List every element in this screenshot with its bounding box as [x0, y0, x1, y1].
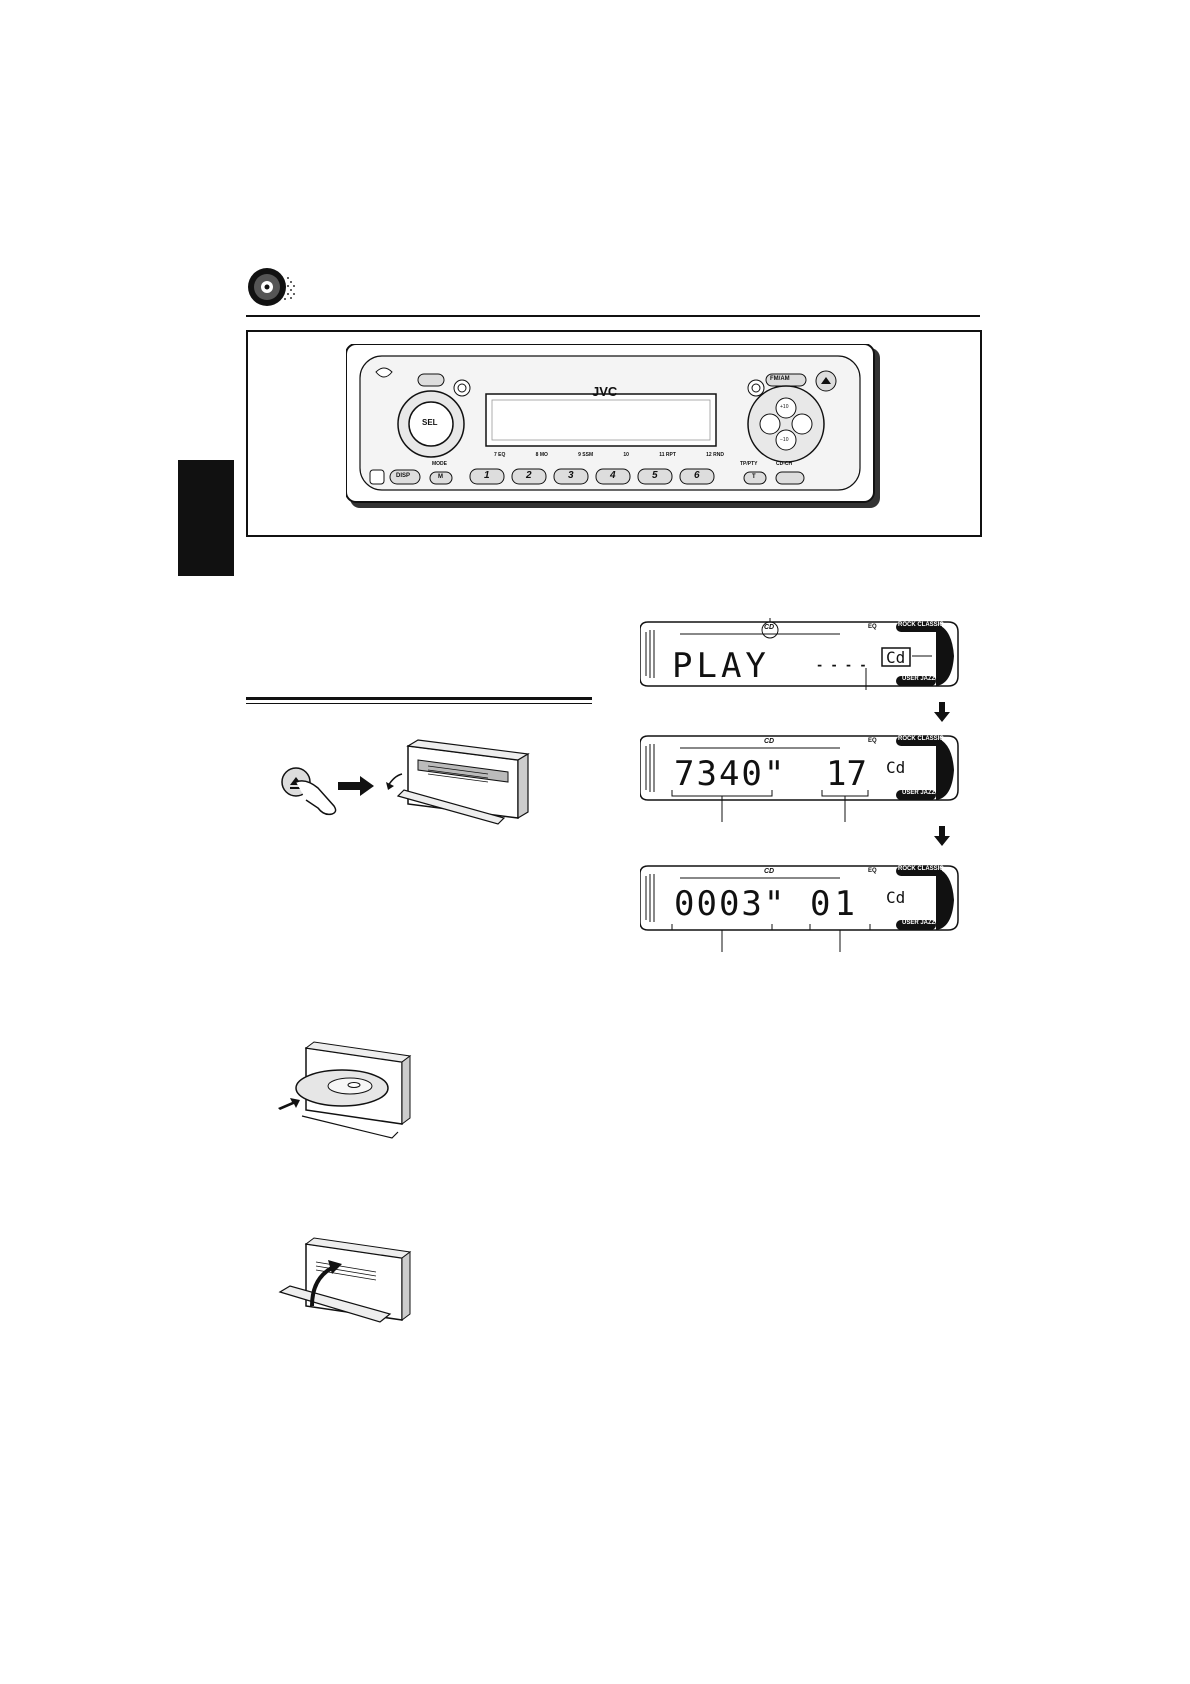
close-panel-illustration [276, 1236, 426, 1336]
insert-disc-illustration [272, 1040, 422, 1150]
cd-disc-icon [246, 266, 302, 308]
lcd-panel-2: 7340" 17 Cd CD EQ ROCK CLASSIC USER JAZZ [639, 732, 960, 828]
down-arrow-icon [934, 702, 950, 722]
down-arrow-icon [934, 826, 950, 846]
sel-button[interactable]: SEL [422, 418, 438, 427]
tp-button[interactable]: T [752, 474, 756, 480]
lcd-source-text: Cd [886, 888, 906, 907]
brand-logo: JVC [592, 384, 618, 399]
lcd-user-jazz: USER JAZZ [902, 920, 936, 926]
preset-button-1[interactable]: 1 [484, 470, 490, 481]
radio-front-panel: JVC SEL FM/AM +10 −10 DISP MODE M TP/PTY… [345, 343, 886, 514]
lcd-eq-label: EQ [868, 868, 877, 874]
lcd-cd-logo: CD [764, 868, 775, 875]
lcd-source-text: Cd [886, 758, 906, 777]
disp-button[interactable]: DISP [396, 473, 411, 479]
header-rule [246, 315, 980, 317]
preset-label: 8 MO [535, 452, 548, 458]
section-tab [178, 460, 234, 576]
lcd-side-text: 17 [826, 754, 867, 794]
lcd-user-jazz: USER JAZZ [902, 790, 936, 796]
radio-illustration-frame [246, 330, 982, 537]
lcd-cd-logo: CD [764, 738, 775, 745]
mode-label: MODE [432, 461, 447, 467]
fm-am-button[interactable]: FM/AM [770, 376, 790, 382]
lcd-eq-label: EQ [868, 738, 877, 744]
preset-button-5[interactable]: 5 [652, 470, 658, 481]
cd-ch-label: CD-CH [776, 461, 793, 467]
preset-button-4[interactable]: 4 [610, 470, 616, 481]
preset-label: 11 RPT [659, 452, 676, 458]
preset-button-2[interactable]: 2 [526, 470, 532, 481]
section-rule-thick [246, 697, 592, 700]
lcd-rock-classic: ROCK CLASSIC [898, 736, 944, 742]
lcd-side-text: - - - - [816, 658, 867, 672]
lcd-side-text: 01 [810, 884, 859, 924]
preset-label: 10 [623, 452, 629, 458]
lcd-cd-logo: CD [764, 624, 775, 631]
preset-labels: 7 EQ 8 MO 9 SSM 10 11 RPT 12 RND [494, 452, 724, 458]
lcd-main-text: 0003" [674, 884, 787, 924]
lcd-user-jazz: USER JAZZ [902, 676, 936, 682]
section-rule-thin [246, 703, 592, 704]
lcd-rock-classic: ROCK CLASSIC [898, 866, 944, 872]
tp-pty-label: TP/PTY [740, 461, 758, 467]
lcd-panel-3: 0003" 01 Cd CD EQ ROCK CLASSIC USER JAZZ [639, 862, 960, 958]
lcd-source-text: Cd [886, 648, 906, 667]
preset-button-3[interactable]: 3 [568, 470, 574, 481]
plus10-label: +10 [780, 404, 789, 410]
preset-button-6[interactable]: 6 [694, 470, 700, 481]
lcd-main-text: 7340" [674, 754, 787, 794]
mode-button[interactable]: M [438, 474, 443, 480]
lcd-rock-classic: ROCK CLASSIC [898, 622, 944, 628]
preset-label: 12 RND [706, 452, 724, 458]
preset-label: 7 EQ [494, 452, 506, 458]
preset-label: 9 SSM [578, 452, 594, 458]
lcd-main-text: PLAY [672, 646, 770, 686]
lcd-eq-label: EQ [868, 624, 877, 630]
minus10-label: −10 [780, 437, 789, 443]
lcd-panel-1: PLAY - - - - Cd CD EQ ROCK CLASSIC USER … [639, 614, 960, 692]
eject-press-illustration [278, 736, 538, 846]
